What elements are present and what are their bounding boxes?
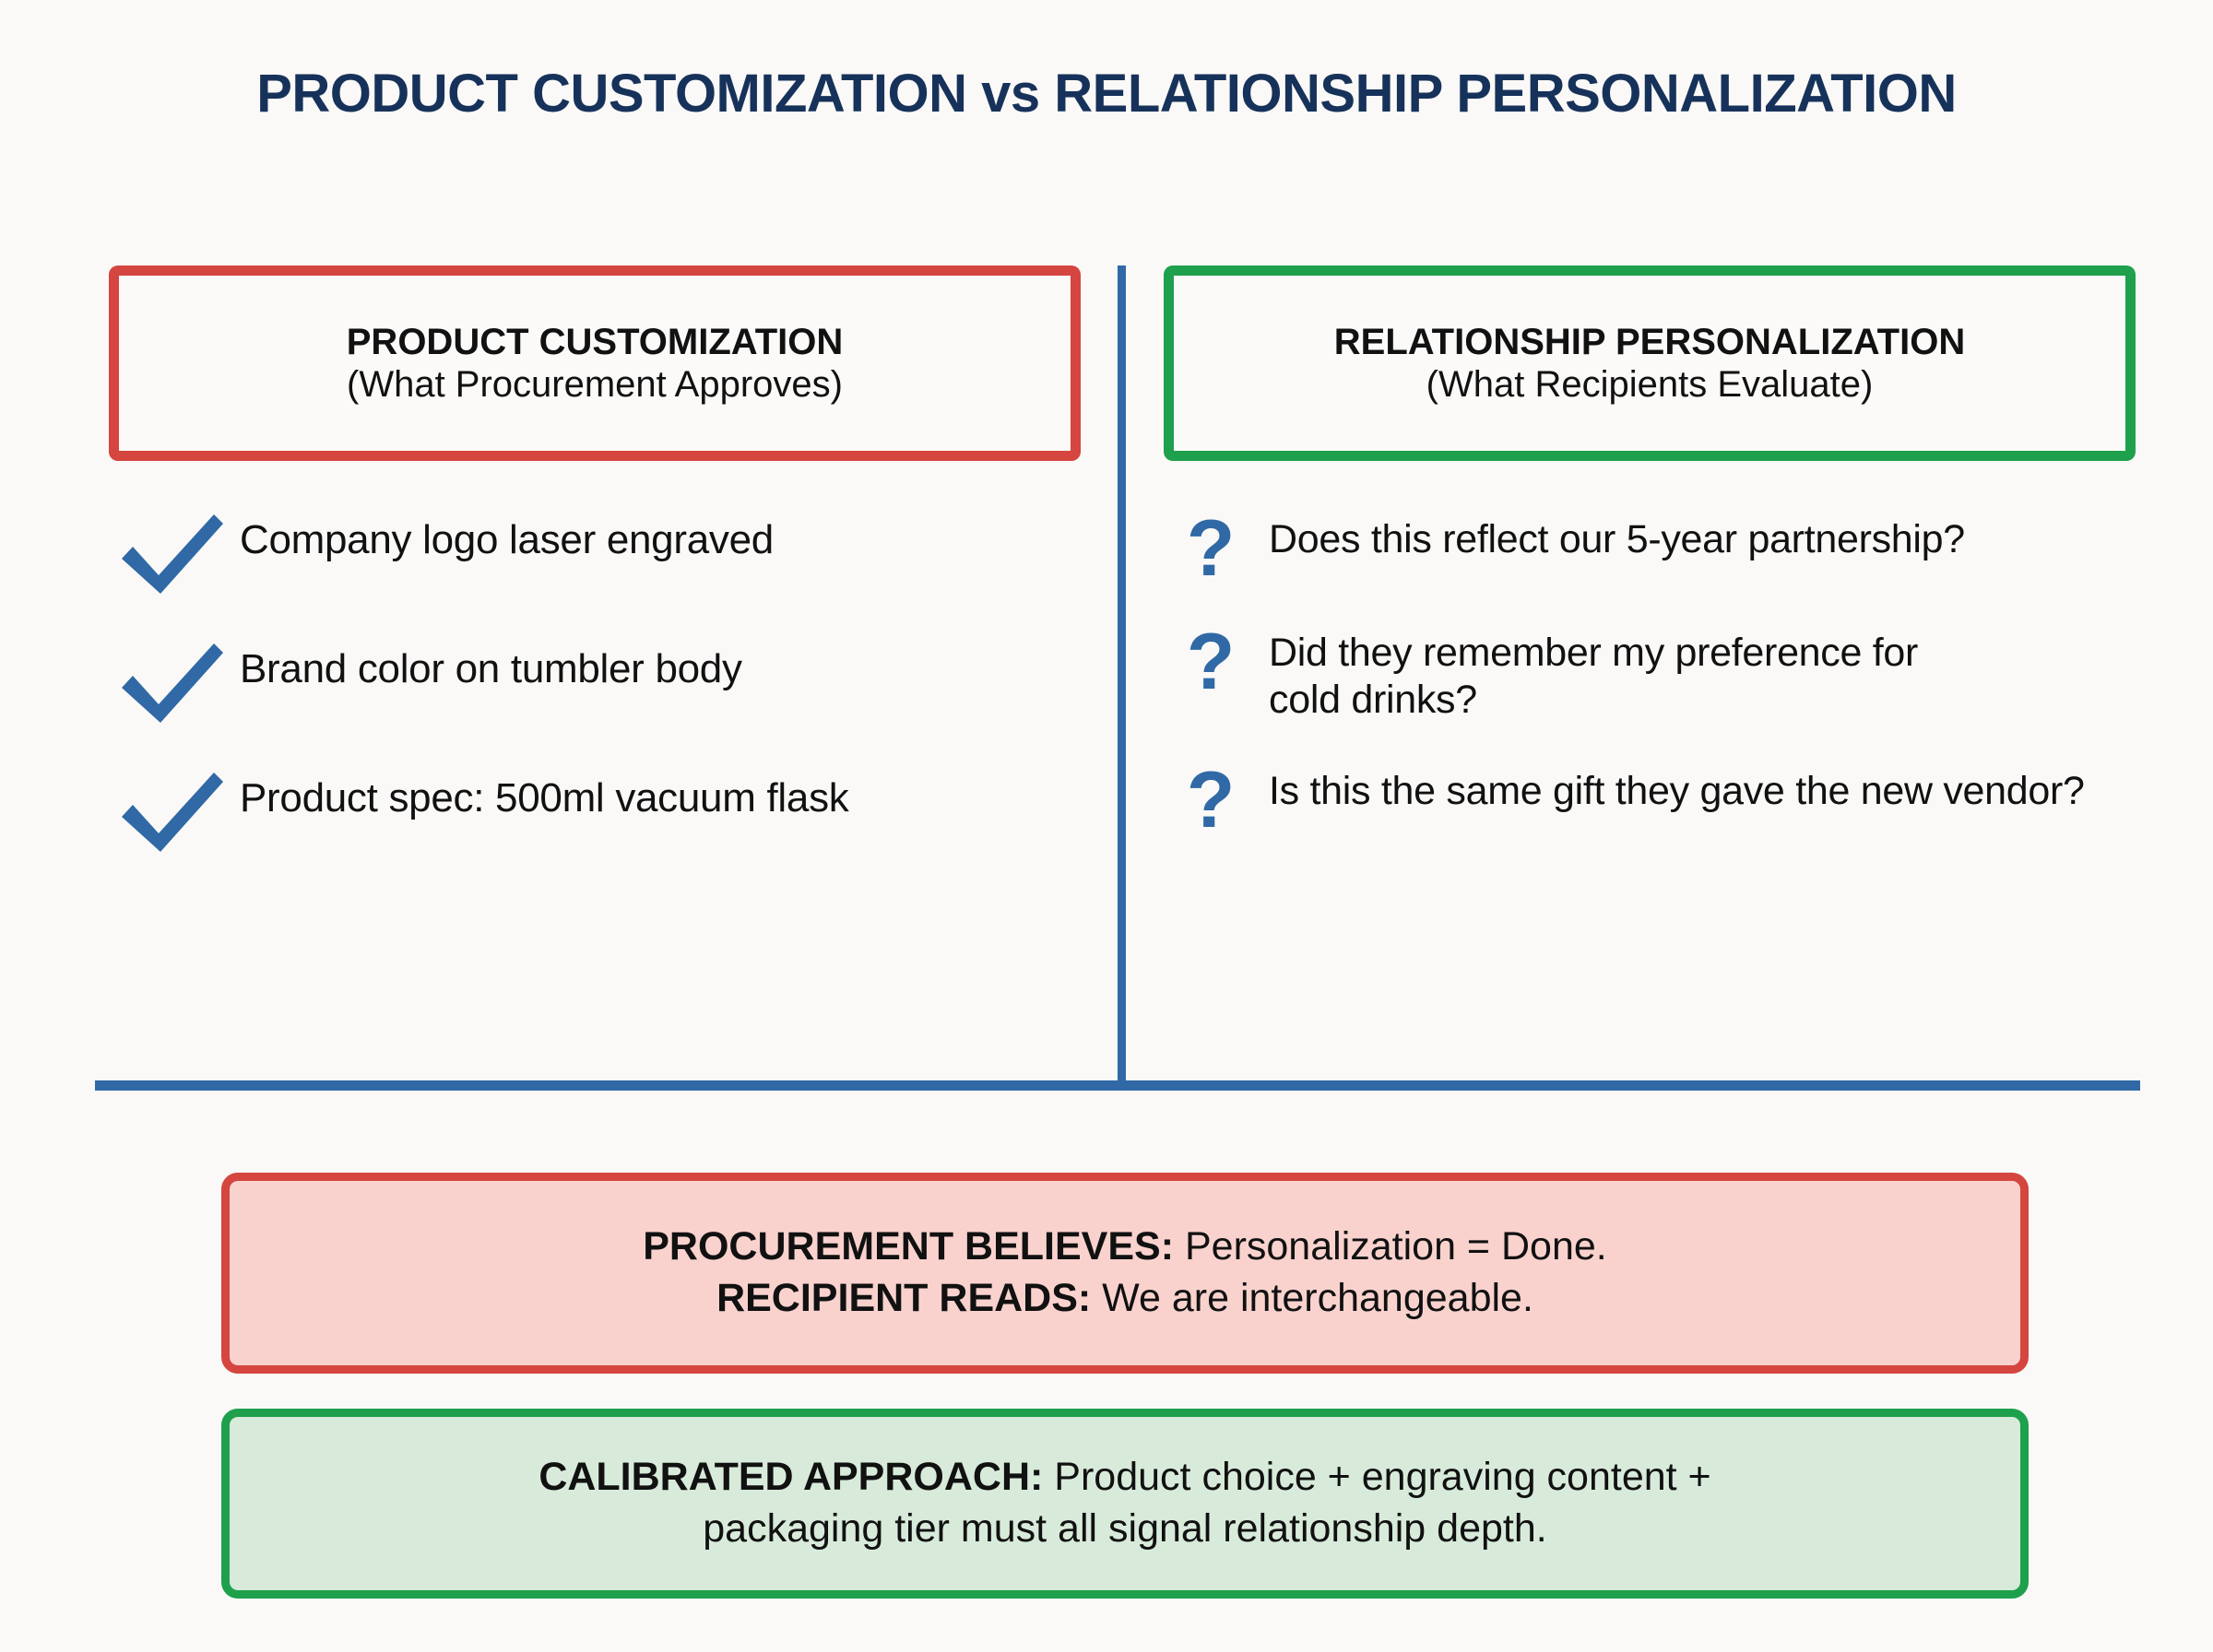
callout-body: Personalization = Done. xyxy=(1174,1224,1607,1269)
page-title: PRODUCT CUSTOMIZATION vs RELATIONSHIP PE… xyxy=(256,64,1957,124)
right-column-list: ? Does this reflect our 5-year partnersh… xyxy=(1164,504,2141,881)
left-column-list: Company logo laser engraved Brand color … xyxy=(109,514,1086,903)
list-item: Brand color on tumbler body xyxy=(109,643,1086,726)
list-item-text: Company logo laser engraved xyxy=(240,517,774,562)
left-header-title: PRODUCT CUSTOMIZATION xyxy=(346,321,844,362)
right-header-title: RELATIONSHIP PERSONALIZATION xyxy=(1333,321,1966,362)
callout-body: Product choice + engraving content + xyxy=(1043,1455,1711,1500)
list-item: ? Is this the same gift they gave the ne… xyxy=(1164,761,2141,840)
procurement-vs-recipient-callout: PROCUREMENT BELIEVES: Personalization = … xyxy=(221,1173,2029,1374)
question-mark-icon: ? xyxy=(1186,618,1236,707)
calibrated-approach-callout: CALIBRATED APPROACH: Product choice + en… xyxy=(221,1409,2029,1599)
horizontal-divider xyxy=(95,1080,2140,1091)
left-header-box: PRODUCT CUSTOMIZATION (What Procurement … xyxy=(109,266,1081,461)
callout-label: CALIBRATED APPROACH: xyxy=(538,1455,1044,1500)
right-header-subtitle: (What Recipients Evaluate) xyxy=(1426,364,1874,405)
vertical-divider xyxy=(1118,266,1126,1086)
list-item: Company logo laser engraved xyxy=(109,514,1086,597)
list-item-text: Does this reflect our 5-year partnership… xyxy=(1269,517,1965,561)
callout-line: RECIPIENT READS: We are interchangeable. xyxy=(716,1273,1533,1325)
list-item-text: Did they remember my preference for cold… xyxy=(1269,631,1919,722)
check-icon xyxy=(118,509,227,597)
list-item: ? Does this reflect our 5-year partnersh… xyxy=(1164,504,2141,593)
check-icon xyxy=(118,767,227,856)
list-item-text: Is this the same gift they gave the new … xyxy=(1269,768,2085,813)
check-icon xyxy=(118,638,227,726)
callout-line: PROCUREMENT BELIEVES: Personalization = … xyxy=(643,1221,1607,1273)
question-mark-icon: ? xyxy=(1186,504,1236,593)
list-item: ? Did they remember my preference for co… xyxy=(1164,622,2141,723)
left-header-subtitle: (What Procurement Approves) xyxy=(347,364,843,405)
right-header-box: RELATIONSHIP PERSONALIZATION (What Recip… xyxy=(1164,266,2136,461)
list-item: Product spec: 500ml vacuum flask xyxy=(109,773,1086,856)
callout-label: RECIPIENT READS: xyxy=(716,1276,1092,1320)
question-mark-icon: ? xyxy=(1186,755,1236,844)
callout-body: We are interchangeable. xyxy=(1091,1276,1533,1320)
list-item-text: Product spec: 500ml vacuum flask xyxy=(240,775,849,820)
callout-body: packaging tier must all signal relations… xyxy=(703,1506,1547,1551)
callout-label: PROCUREMENT BELIEVES: xyxy=(643,1224,1175,1269)
callout-line: packaging tier must all signal relations… xyxy=(703,1504,1546,1555)
callout-line: CALIBRATED APPROACH: Product choice + en… xyxy=(538,1452,1710,1504)
list-item-text: Brand color on tumbler body xyxy=(240,646,742,691)
